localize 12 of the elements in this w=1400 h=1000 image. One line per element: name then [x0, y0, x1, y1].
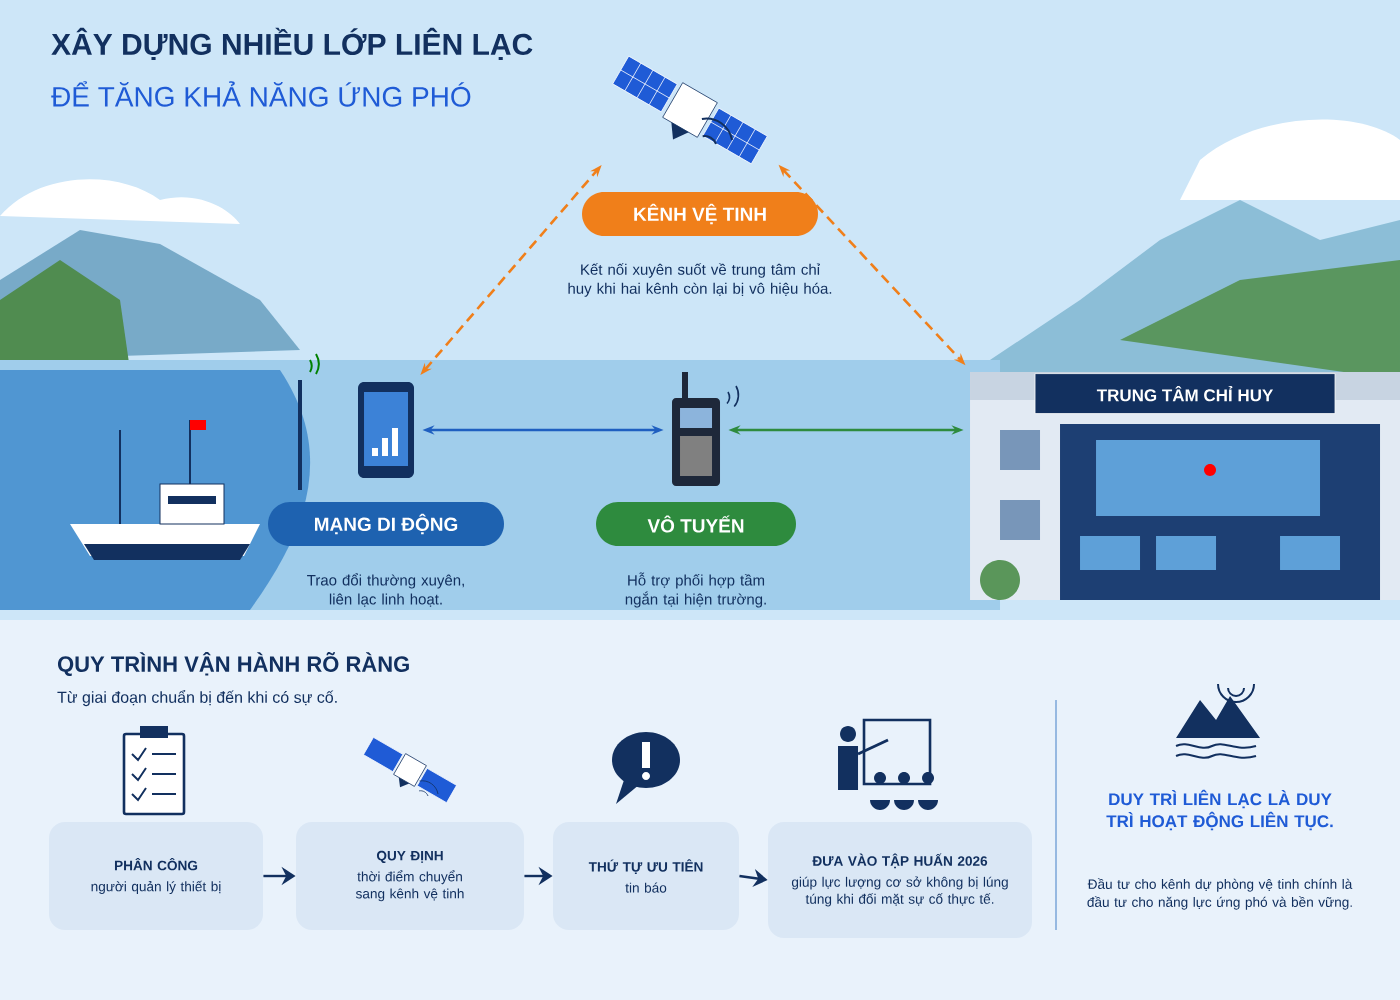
- satellite-drawing: [612, 55, 768, 165]
- callout-heading: DUY TRÌ LIÊN LẠC LÀ DUY TRÌ HOẠT ĐỘNG LIÊN TỤC.: [1106, 789, 1333, 831]
- phone-drawing: [358, 382, 414, 478]
- section-subheading: Từ giai đoạn chuẩn bị đến khi có sự cố.: [57, 689, 337, 707]
- section-heading: QUY TRÌNH VẬN HÀNH RÕ RÀNG: [58, 652, 409, 677]
- label-pill: MẠNG DI ĐỘNG: [268, 502, 504, 546]
- subheading: ĐỂ TĂNG KHẢ NĂNG ỨNG PHÓ: [51, 81, 471, 107]
- heading: XÂY DỰNG NHIỀU LỚP LIÊN LẠC: [51, 27, 533, 61]
- radio-drawing: [672, 372, 740, 486]
- label-pill: KÊNH VỆ TINH: [582, 192, 818, 236]
- title-bar: TRUNG TÂM CHỈ HUY: [1034, 373, 1336, 414]
- label-pill: VÔ TUYẾN: [596, 502, 796, 546]
